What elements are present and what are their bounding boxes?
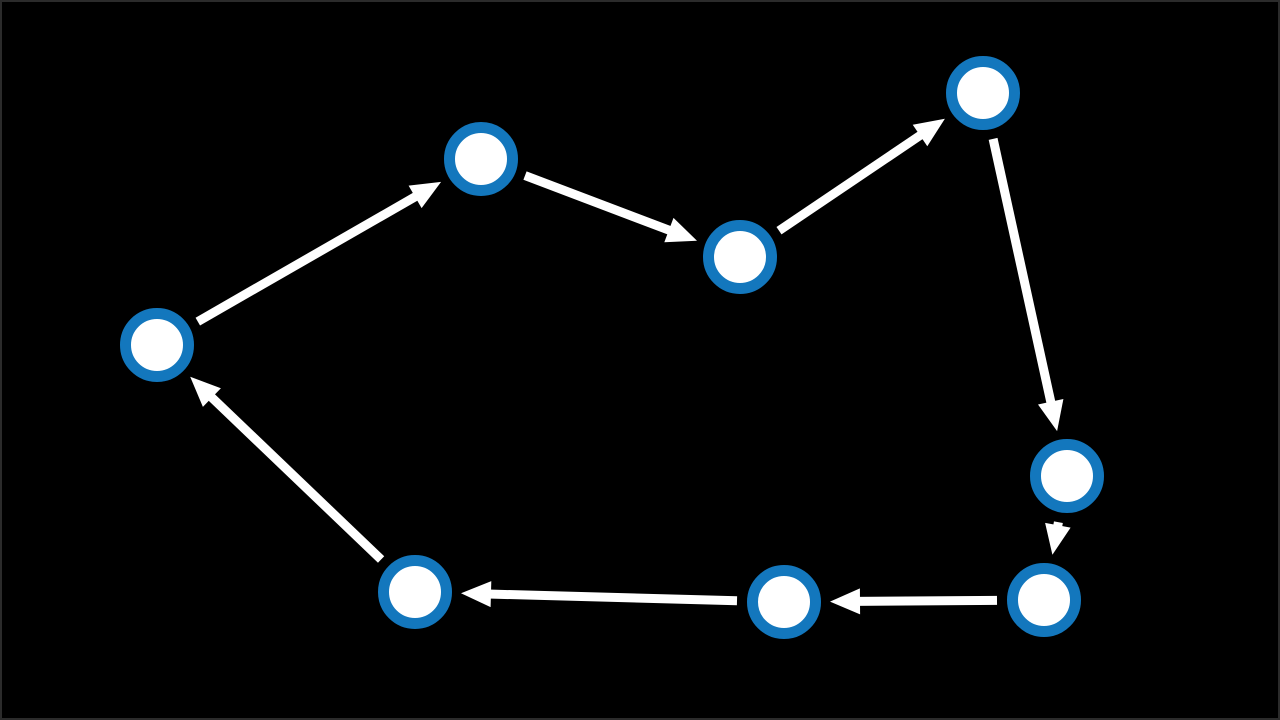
graph-edge-n6-n7 [830,588,998,615]
nodes-layer [120,56,1104,639]
graph-node-n8 [378,555,452,629]
arrowhead-icon [664,217,697,243]
edge-line [776,130,926,235]
edge-line [523,171,674,236]
graph-edge-n7-n8 [461,581,738,608]
graph-node-n7 [747,565,821,639]
edge-line [487,589,738,606]
edge-line [195,191,420,326]
arrowhead-icon [830,588,861,615]
graph-node-n6 [1007,563,1081,637]
graph-node-n1 [120,308,194,382]
edge-line [988,137,1056,406]
edge-line [206,392,385,563]
graph-node-n3 [703,220,777,294]
edges-layer [190,118,1071,615]
graph-edge-n1-n2 [195,181,442,326]
edge-line [856,595,998,606]
graph-edge-n8-n1 [190,376,385,563]
graph-edge-n5-n6 [1045,521,1071,555]
arrowhead-icon [408,181,442,209]
graph-edge-n2-n3 [523,171,697,243]
graph-edge-n3-n4 [776,118,945,235]
graph-node-n5 [1030,439,1104,513]
graph-edge-n4-n5 [988,137,1064,432]
graph-node-n4 [946,56,1020,130]
arrowhead-icon [461,581,492,608]
arrowhead-icon [1045,522,1071,555]
arrowhead-icon [190,376,221,407]
graph-node-n2 [444,122,518,196]
arrowhead-icon [1038,399,1064,432]
arrowhead-icon [912,118,945,147]
